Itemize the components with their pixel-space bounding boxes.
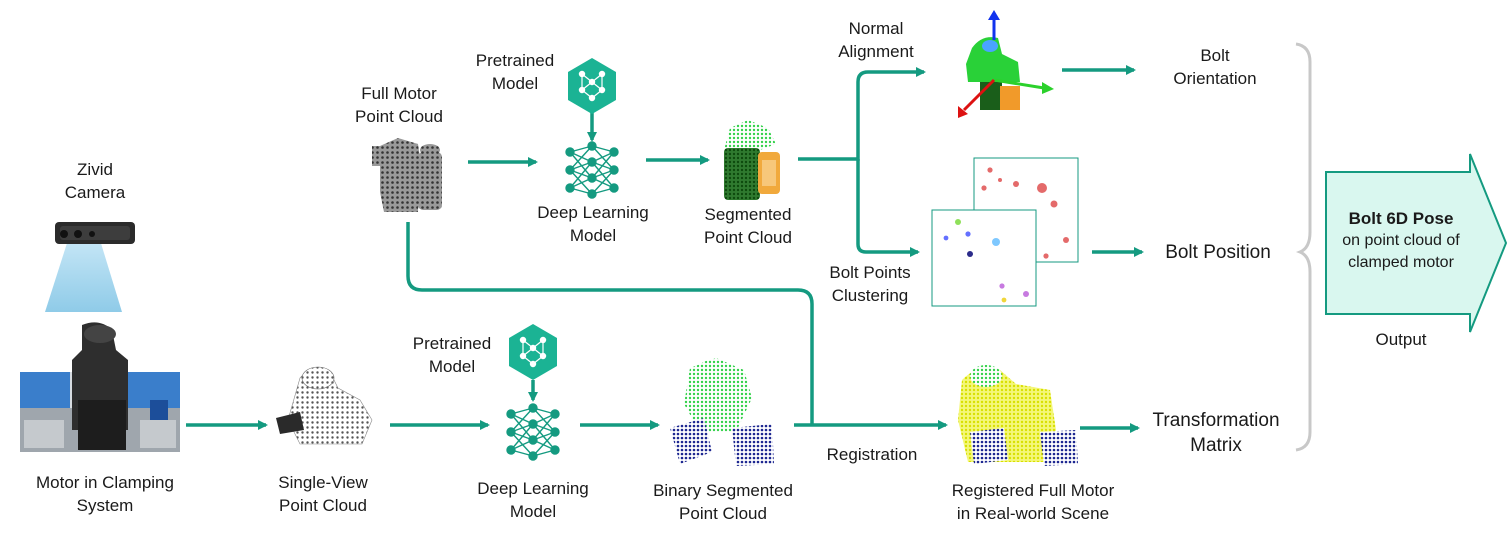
output-bracket <box>1295 42 1312 452</box>
arrow-to-clustering <box>856 159 920 257</box>
output-sub-1: on point cloud of <box>1342 232 1460 249</box>
registered-full-motor <box>958 365 1078 466</box>
output-arrow-shape <box>1325 153 1508 333</box>
deep-learning-top-icon <box>565 141 619 199</box>
camera-icon <box>45 222 135 312</box>
normal-alignment-model <box>958 10 1054 118</box>
flow-lines <box>186 65 1144 433</box>
deep-learning-bottom-icon <box>506 403 560 461</box>
pretrained-model-top-icon <box>568 58 616 114</box>
registration-label: Registration <box>826 445 918 464</box>
pretrained-model-bottom-icon <box>509 324 557 380</box>
output-title: Bolt 6D Pose <box>1348 209 1454 228</box>
output-caption: Output <box>1375 330 1427 349</box>
bolt-position-label: Bolt Position <box>1165 242 1271 263</box>
bolt-clustering-panels <box>931 157 1079 307</box>
full-motor-point-cloud <box>372 138 442 212</box>
arrow-full-to-registration <box>406 222 814 425</box>
segmented-point-cloud <box>724 120 780 200</box>
output-box: Bolt 6D Pose on point cloud of clamped m… <box>1326 172 1476 314</box>
motor-clamp-photo <box>20 322 180 452</box>
output-sub-2: clamped motor <box>1348 254 1454 271</box>
arrow-to-normal-alignment <box>798 67 926 161</box>
single-view-point-cloud <box>276 366 373 445</box>
binary-segmented-point-cloud <box>670 358 774 466</box>
